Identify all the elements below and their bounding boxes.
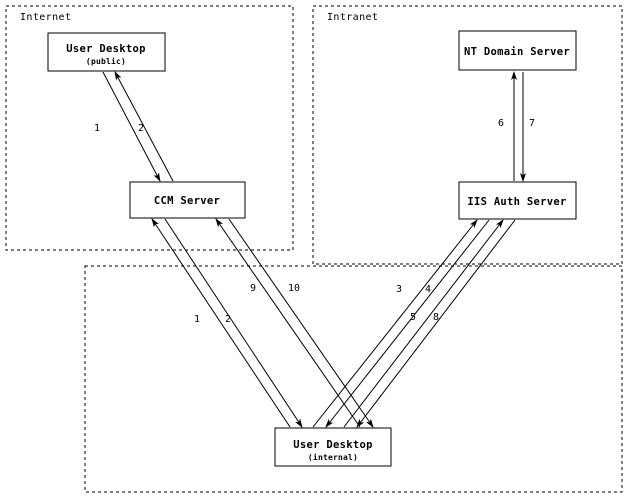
flow-arrow-flow-3 <box>312 219 478 428</box>
flow-arrow-flow-1-internal <box>151 218 291 428</box>
zone-boundary-internet <box>5 5 294 251</box>
flow-step-label-flow-3: 3 <box>396 284 402 295</box>
node-subtitle-user-desktop-internal: (internal) <box>308 452 358 462</box>
flow-step-label-flow-9: 9 <box>250 283 256 294</box>
flow-group <box>102 71 526 428</box>
flow-step-label-flow-2-internal: 2 <box>225 314 231 325</box>
flow-arrow-flow-2-internal <box>164 218 303 428</box>
node-iis-auth-server[interactable]: IIS Auth Server <box>458 181 577 220</box>
node-box-ccm-server[interactable] <box>129 181 246 219</box>
flow-step-label-flow-5: 5 <box>410 312 416 323</box>
flow-arrow-flow-10 <box>228 218 374 428</box>
flow-arrow-flow-1-public <box>102 71 161 182</box>
node-user-desktop-public[interactable]: User Desktop(public) <box>47 32 166 72</box>
node-title-user-desktop-internal: User Desktop <box>293 439 372 451</box>
node-user-desktop-internal[interactable]: User Desktop(internal) <box>274 427 392 467</box>
flow-step-label-flow-1-public: 1 <box>94 123 100 134</box>
node-title-iis-auth-server: IIS Auth Server <box>467 196 566 208</box>
zone-boundary-internal <box>84 265 623 493</box>
flow-arrow-flow-8 <box>356 219 516 428</box>
zone-label-intranet: Intranet <box>327 12 378 23</box>
flow-step-label-flow-6: 6 <box>498 118 504 129</box>
node-box-iis-auth-server[interactable] <box>458 181 577 220</box>
node-box-user-desktop-public[interactable] <box>47 32 166 72</box>
flow-step-label-flow-1-internal: 1 <box>194 314 200 325</box>
node-nt-domain-server[interactable]: NT Domain Server <box>458 30 577 71</box>
node-title-nt-domain-server: NT Domain Server <box>464 46 570 58</box>
node-subtitle-user-desktop-public: (public) <box>86 56 126 66</box>
zone-label-internet: Internet <box>20 12 71 23</box>
flow-step-label-flow-2-public: 2 <box>138 123 144 134</box>
flow-arrow-flow-2-public <box>114 71 174 182</box>
flow-label-group: 1 2 1 2 9 10 3 4 5 8 6 7 <box>94 118 535 325</box>
flow-step-label-flow-10: 10 <box>288 283 300 294</box>
flow-step-label-flow-8: 8 <box>433 312 439 323</box>
zone-boundary-intranet <box>312 5 623 265</box>
node-ccm-server[interactable]: CCM Server <box>129 181 246 219</box>
node-title-user-desktop-public: User Desktop <box>66 43 145 55</box>
node-box-user-desktop-internal[interactable] <box>274 427 392 467</box>
node-title-ccm-server: CCM Server <box>154 195 220 207</box>
flow-step-label-flow-4: 4 <box>425 284 431 295</box>
node-box-nt-domain-server[interactable] <box>458 30 577 71</box>
flow-arrow-flow-9 <box>215 218 361 428</box>
flow-arrow-flow-4 <box>325 219 490 428</box>
zone-group: Internet Intranet <box>5 5 623 493</box>
flow-step-label-flow-7: 7 <box>529 118 535 129</box>
flow-arrow-flow-5 <box>343 219 504 428</box>
